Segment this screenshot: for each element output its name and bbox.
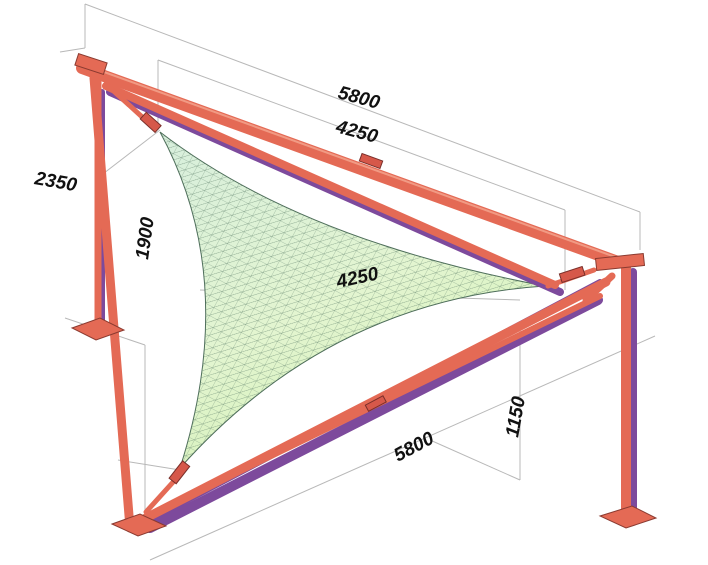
guide-line <box>84 3 641 213</box>
base-plate-left-front <box>110 513 168 537</box>
base-plates <box>70 53 658 537</box>
dim-top-inner-length: 4250 <box>333 116 381 148</box>
beam-top <box>76 62 624 268</box>
guide-line <box>149 335 656 561</box>
dim-left-height: 2350 <box>32 168 79 196</box>
connector-top <box>358 152 384 170</box>
turnbuckles <box>139 111 586 485</box>
beam-bottom-shadow <box>145 295 603 533</box>
connector-mid <box>364 395 387 413</box>
beam-top-edge <box>81 63 619 259</box>
brace-right <box>582 272 616 304</box>
dim-top-length: 5800 <box>336 83 383 114</box>
turnbuckle-bottom <box>168 460 191 485</box>
turnbuckle-right <box>558 265 586 284</box>
guide-line <box>59 47 86 53</box>
base-plate-right <box>598 505 658 529</box>
base-plate-left-back <box>70 317 126 341</box>
cap-top-right <box>594 252 646 272</box>
guide-line <box>157 59 566 211</box>
beam-top-inner <box>102 82 559 289</box>
dim-base-length: 5800 <box>390 428 438 467</box>
dim-right-height: 1150 <box>502 395 530 439</box>
turnbuckle-top <box>139 111 162 134</box>
guide-line <box>429 439 521 481</box>
cap-top-left <box>74 53 108 75</box>
dim-membrane-height: 1900 <box>132 215 159 260</box>
